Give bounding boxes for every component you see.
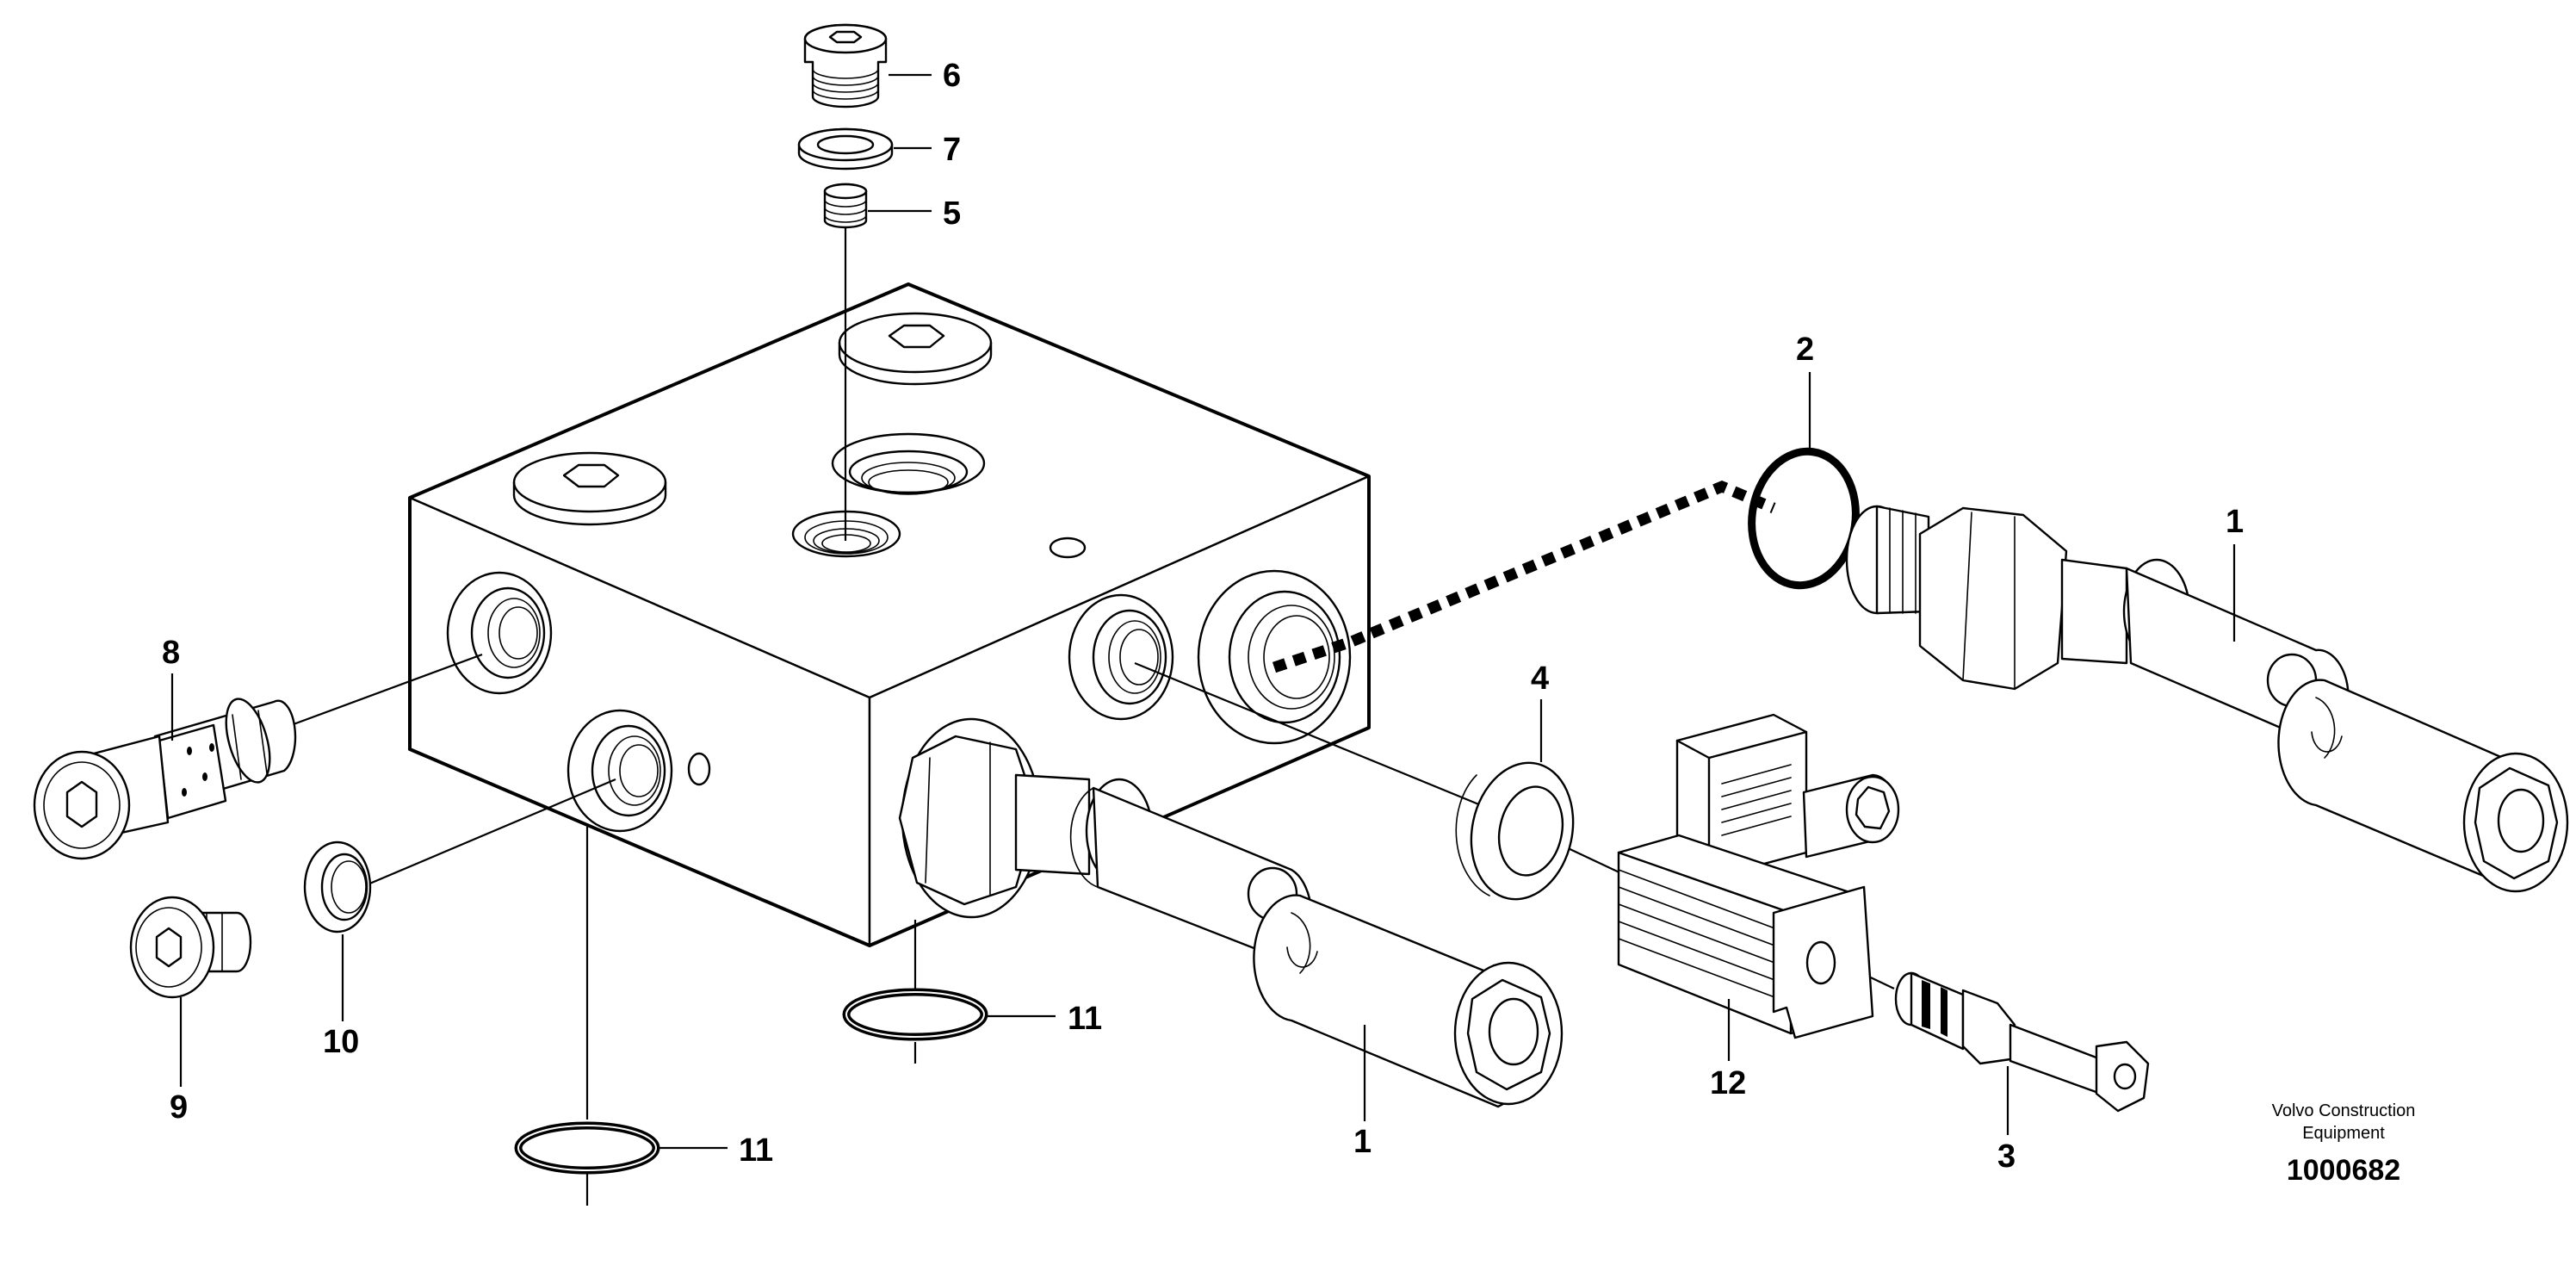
callout-12: 12 bbox=[1710, 1065, 1746, 1101]
top-port-large bbox=[831, 432, 986, 495]
part-11-oring-lower bbox=[514, 1121, 660, 1175]
callout-6: 6 bbox=[943, 58, 961, 94]
part-6-plug bbox=[803, 23, 888, 109]
part-8-cartridge bbox=[33, 698, 297, 860]
callout-7: 7 bbox=[943, 132, 961, 168]
right-port-small bbox=[1068, 593, 1174, 721]
part-10-seal bbox=[303, 840, 372, 934]
callout-11-upper: 11 bbox=[1068, 1001, 1102, 1037]
right-port-large bbox=[1197, 569, 1352, 745]
part-1-fitting-lower bbox=[898, 717, 1564, 1108]
part-2-oring bbox=[1748, 447, 1860, 590]
callout-5: 5 bbox=[943, 195, 961, 232]
footer-block: Volvo Construction Equipment 1000682 bbox=[2272, 1101, 2416, 1187]
callout-3: 3 bbox=[1997, 1138, 2016, 1175]
figure-number: 1000682 bbox=[2287, 1154, 2400, 1187]
part-12-solenoid bbox=[1617, 713, 1900, 1039]
callout-labels: 6 7 5 2 1 8 4 12 11 11 9 10 1 3 bbox=[162, 58, 2244, 1175]
callout-10: 10 bbox=[323, 1024, 359, 1060]
callout-4: 4 bbox=[1531, 661, 1549, 697]
left-port-upper bbox=[446, 571, 553, 695]
top-plug-left bbox=[512, 451, 667, 526]
callout-1-upper: 1 bbox=[2226, 504, 2244, 540]
callout-9: 9 bbox=[170, 1089, 188, 1126]
part-3-cartridge bbox=[1894, 971, 2150, 1113]
top-plug-back bbox=[838, 312, 993, 386]
callout-11-lower: 11 bbox=[739, 1132, 773, 1169]
part-4-washer bbox=[1455, 761, 1575, 901]
brand-line-1: Volvo Construction bbox=[2272, 1101, 2416, 1120]
left-port-lower bbox=[567, 709, 673, 833]
part-7-washer bbox=[797, 127, 894, 171]
brand-line-2: Equipment bbox=[2302, 1124, 2385, 1143]
part-11-oring-upper bbox=[842, 988, 988, 1041]
callout-2: 2 bbox=[1796, 332, 1814, 368]
valve-block bbox=[408, 282, 1371, 947]
part-5-insert bbox=[823, 183, 868, 229]
part-1-fitting-upper bbox=[1845, 505, 2569, 893]
part-9-plug bbox=[129, 896, 252, 999]
callout-8: 8 bbox=[162, 635, 180, 671]
callout-1-lower: 1 bbox=[1353, 1124, 1372, 1160]
